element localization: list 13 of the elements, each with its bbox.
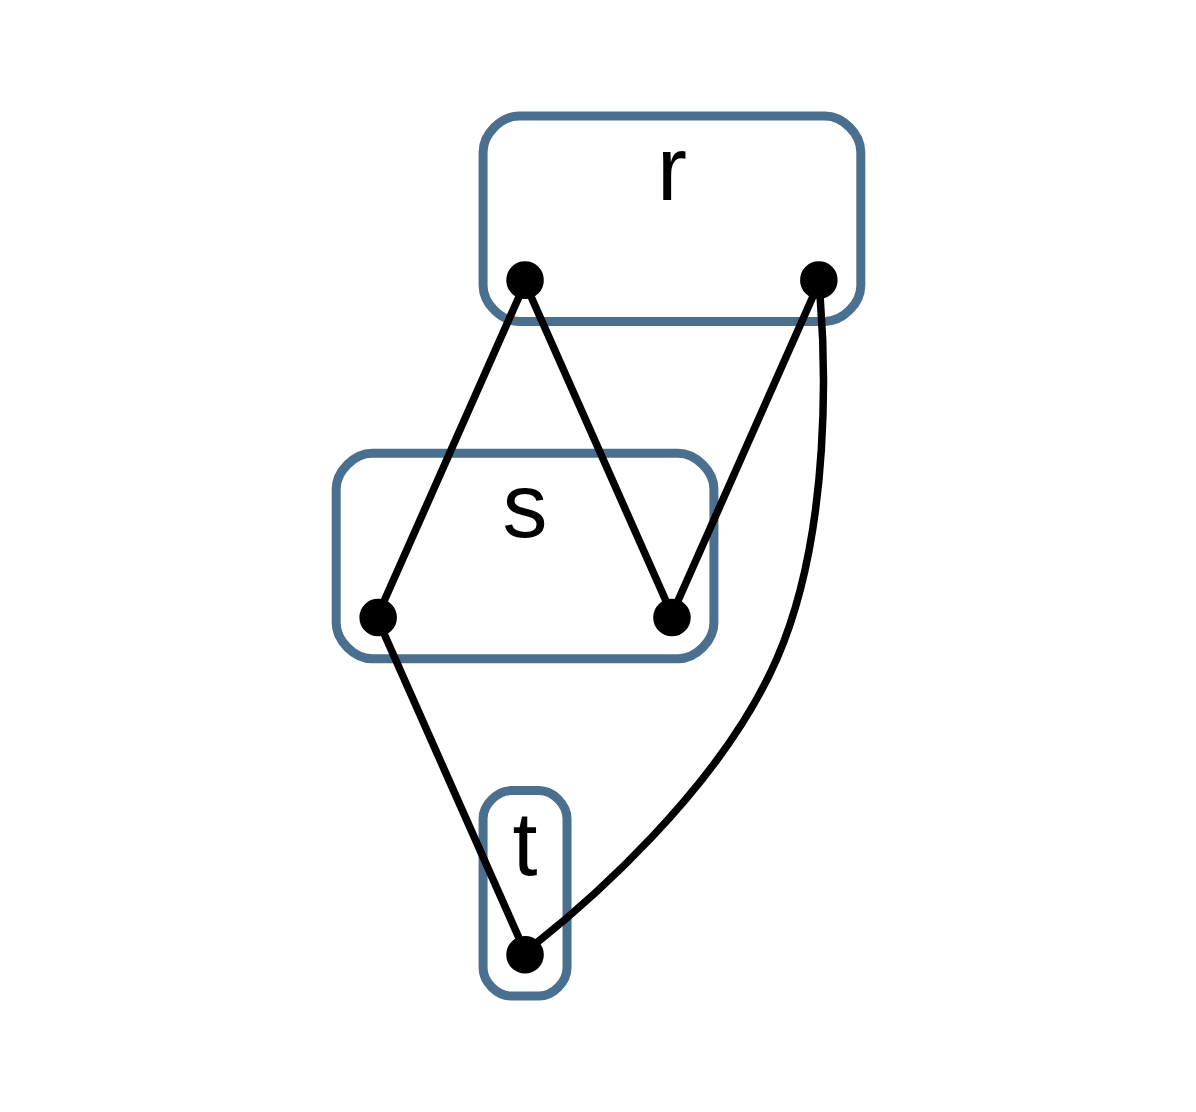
cluster: s [331, 448, 718, 664]
node-circle [358, 598, 397, 637]
node-circle [799, 261, 838, 299]
connector [674, 295, 816, 603]
connector [534, 298, 827, 946]
node-circle [652, 598, 691, 637]
connector [380, 295, 523, 603]
cluster: t [478, 786, 571, 1001]
connector [380, 632, 522, 940]
cluster: r [478, 111, 865, 326]
node-circle [505, 261, 544, 299]
connector [527, 295, 669, 603]
node-circle [505, 936, 544, 974]
